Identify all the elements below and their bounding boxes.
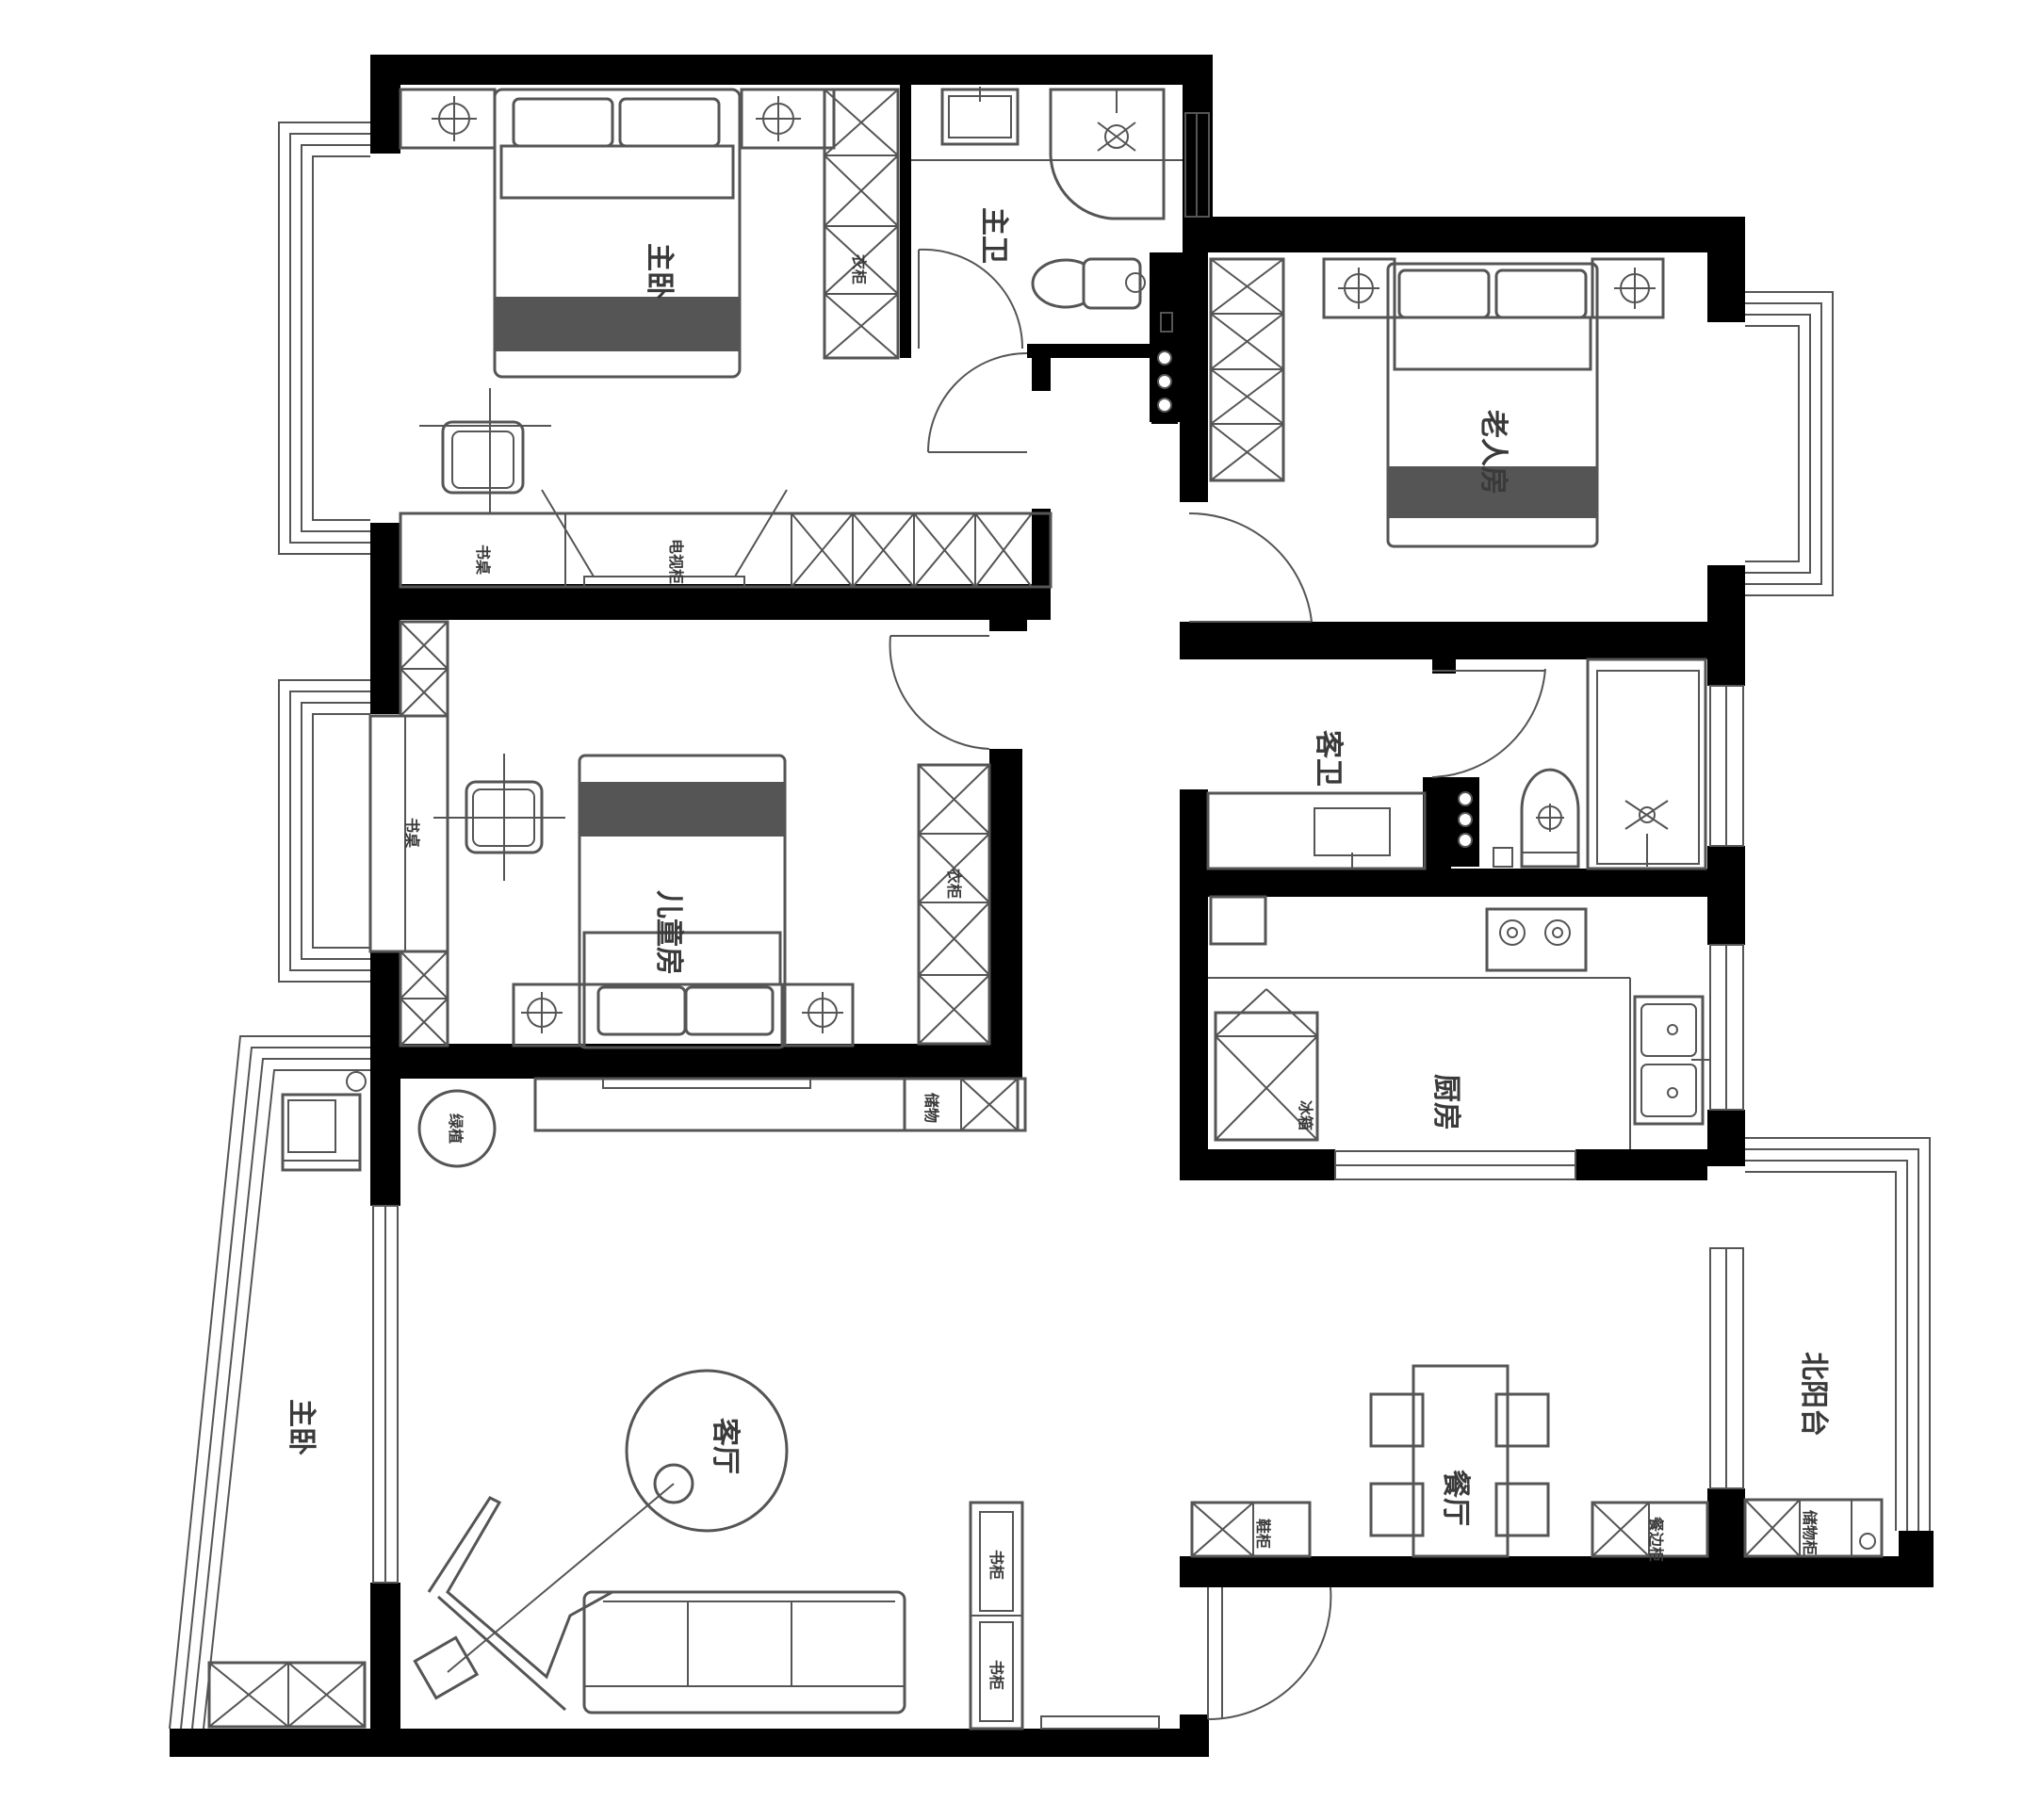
label-master-bath: 主卫 — [977, 207, 1010, 264]
kids-room-furniture — [368, 620, 991, 1049]
balconies — [169, 1035, 1931, 1730]
label-north-balcony: 北阳台 — [1797, 1352, 1830, 1437]
windows — [278, 112, 1834, 1730]
label-shelf: 储物 — [922, 1092, 940, 1123]
label-cabinet-living-1: 书柜 — [987, 1550, 1005, 1580]
label-plant: 绿植 — [447, 1113, 465, 1144]
label-master-bedroom: 主卧 — [643, 243, 676, 300]
label-cabinet-dining: 餐边柜 — [1647, 1516, 1665, 1562]
guest-bath-fixtures — [1206, 658, 1707, 870]
living-room-furniture — [413, 1077, 1332, 1731]
label-living-room: 客厅 — [709, 1418, 742, 1474]
furniture-labels: 衣柜 书桌 电视柜 书桌 衣柜 绿植 冰箱 鞋柜 储物 书柜 书柜 餐边柜 储物… — [403, 254, 1819, 1690]
label-elder-room: 老人房 — [1477, 410, 1510, 495]
label-desk: 书桌 — [474, 544, 492, 575]
label-cabinet-balcony: 储物柜 — [1801, 1509, 1819, 1555]
label-shoe-cabinet: 鞋柜 — [1254, 1519, 1272, 1549]
label-dining-room: 餐厅 — [1439, 1470, 1472, 1526]
dining-furniture — [1190, 1364, 1709, 1558]
master-bath-fixtures — [911, 87, 1183, 453]
label-cabinet-living-2: 书柜 — [987, 1660, 1005, 1690]
label-kids-room: 儿童房 — [652, 890, 685, 975]
label-south-balcony: 主卧 — [285, 1399, 318, 1455]
label-wardrobe-kids: 衣柜 — [945, 869, 963, 899]
label-kitchen: 厨房 — [1429, 1074, 1462, 1130]
label-desk-kids: 书桌 — [403, 818, 421, 848]
label-tv-cabinet: 电视柜 — [667, 539, 685, 584]
label-guest-bath: 客卫 — [1312, 730, 1345, 787]
kitchen-fixtures — [1208, 895, 1710, 1149]
label-fridge: 冰箱 — [1297, 1100, 1314, 1130]
label-wardrobe: 衣柜 — [850, 254, 868, 284]
master-bedroom-furniture — [399, 88, 1053, 589]
elder-room-furniture — [1188, 257, 1665, 623]
room-labels: 主卧 主卫 老人房 客卫 儿童房 厨房 客厅 餐厅 北阳台 主卧 — [285, 207, 1830, 1526]
